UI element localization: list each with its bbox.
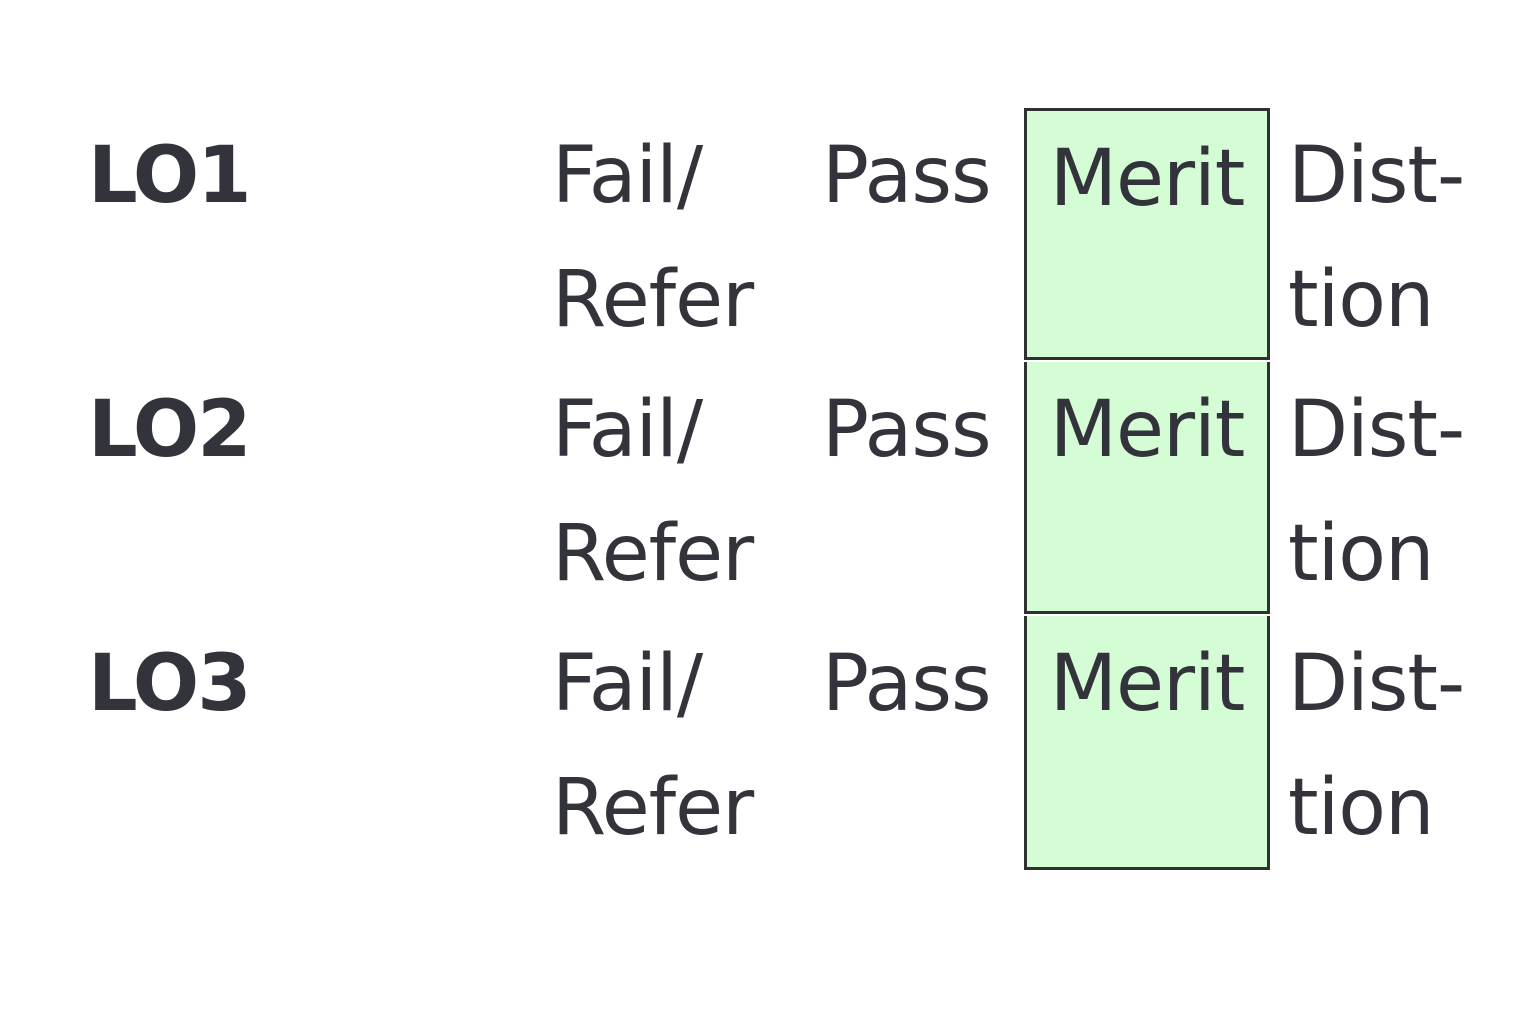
grade-merit-selected[interactable]: Merit <box>1024 362 1270 614</box>
outcome-row-lo3: LO3 Fail/ Refer Pass Merit Dist- tion <box>0 616 1536 870</box>
outcome-label: LO2 <box>88 385 252 475</box>
grade-pass[interactable]: Pass <box>822 385 992 475</box>
grade-distinction[interactable]: Dist- tion <box>1288 385 1465 599</box>
grade-merit-selected[interactable]: Merit <box>1024 616 1270 870</box>
grade-distinction[interactable]: Dist- tion <box>1288 639 1465 853</box>
outcome-row-lo1: LO1 Fail/ Refer Pass Merit Dist- tion <box>0 108 1536 362</box>
grade-pass[interactable]: Pass <box>822 131 992 221</box>
grade-fail-refer[interactable]: Fail/ Refer <box>552 131 754 345</box>
grade-fail-refer[interactable]: Fail/ Refer <box>552 385 754 599</box>
grade-merit-selected[interactable]: Merit <box>1024 108 1270 360</box>
outcome-label: LO1 <box>88 131 252 221</box>
grade-pass[interactable]: Pass <box>822 639 992 729</box>
outcome-row-lo2: LO2 Fail/ Refer Pass Merit Dist- tion <box>0 362 1536 616</box>
outcome-label: LO3 <box>88 639 252 729</box>
grade-distinction[interactable]: Dist- tion <box>1288 131 1465 345</box>
grade-fail-refer[interactable]: Fail/ Refer <box>552 639 754 853</box>
